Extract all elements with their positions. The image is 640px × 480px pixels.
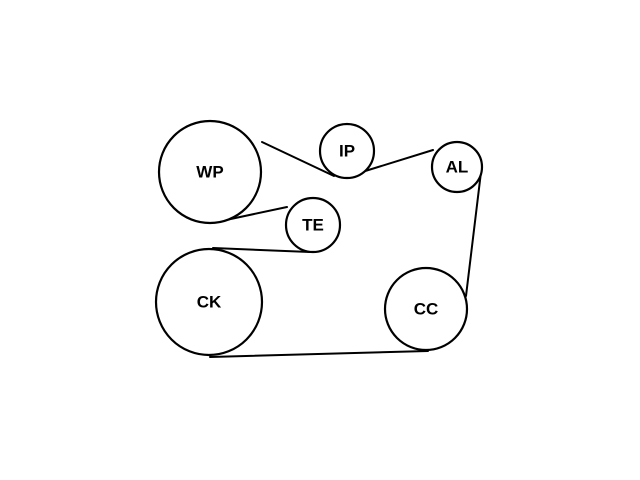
pulley-cc-circle bbox=[383, 266, 469, 352]
pulley-wp: WP bbox=[157, 119, 263, 225]
pulley-te: TE bbox=[284, 196, 342, 254]
pulley-ip-circle bbox=[318, 122, 376, 180]
belt-segment-cc-ck bbox=[209, 350, 429, 358]
pulley-ip-label: IP bbox=[339, 142, 355, 161]
pulley-ip: IP bbox=[318, 122, 376, 180]
pulley-wp-circle bbox=[157, 119, 263, 225]
pulley-al: AL bbox=[430, 140, 484, 194]
belt bbox=[209, 141, 482, 358]
pulley-ck-label: CK bbox=[197, 293, 222, 312]
pulley-cc: CC bbox=[383, 266, 469, 352]
belt-segment-ck-te bbox=[212, 247, 311, 253]
pulley-al-label: AL bbox=[446, 158, 469, 177]
pulley-cc-label: CC bbox=[414, 300, 439, 319]
belt-segment-al-cc bbox=[465, 171, 482, 297]
belt-segment-wp-ip bbox=[261, 141, 335, 177]
pulley-te-label: TE bbox=[302, 216, 324, 235]
pulley-wp-label: WP bbox=[196, 163, 223, 182]
pulley-te-circle bbox=[284, 196, 342, 254]
pulley-ck-circle bbox=[154, 247, 264, 357]
belt-segment-te-wp bbox=[225, 206, 288, 221]
pulley-ck: CK bbox=[154, 247, 264, 357]
pulley-al-circle bbox=[430, 140, 484, 194]
belt-segment-ip-al bbox=[361, 149, 434, 173]
